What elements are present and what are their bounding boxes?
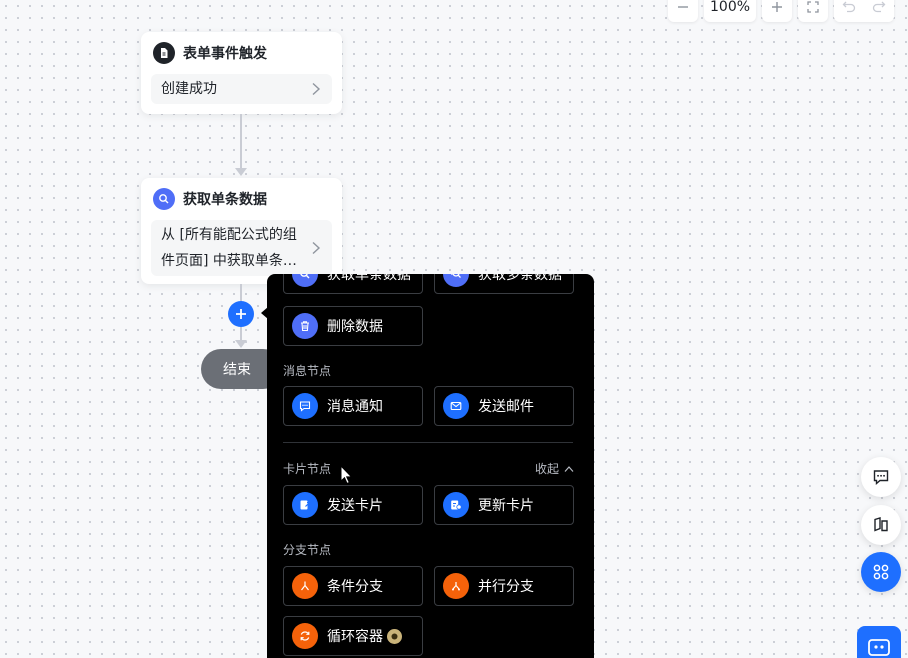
fetch-source-row[interactable]: 从 [所有能配公式的组件页面] 中获取单条…: [151, 220, 332, 276]
assistant-chat-icon: [868, 639, 890, 656]
zoom-in-button[interactable]: [762, 0, 793, 22]
section-divider: [283, 442, 573, 443]
fit-view-button[interactable]: [798, 0, 829, 22]
collapse-label: 收起: [534, 462, 559, 476]
add-node-button[interactable]: [228, 301, 254, 327]
undo-icon: [842, 1, 856, 13]
redo-button[interactable]: [864, 0, 895, 22]
trigger-condition-row[interactable]: 创建成功: [151, 74, 332, 104]
connector-arrow-icon: [235, 340, 247, 348]
form-document-icon: [153, 42, 175, 64]
node-label: 获取多条数据: [478, 274, 562, 283]
zoom-out-button[interactable]: [668, 0, 698, 22]
apps-button[interactable]: [861, 552, 901, 592]
beta-badge-icon: [387, 628, 402, 644]
trigger-node-header: 表单事件触发: [153, 42, 332, 64]
plus-icon: [236, 309, 246, 319]
node-label: 循环容器: [327, 629, 383, 645]
node-label: 消息通知: [327, 399, 383, 415]
chevron-right-icon: [312, 241, 321, 255]
mail-icon: [443, 393, 469, 419]
guide-button[interactable]: [861, 505, 901, 545]
minus-icon: [678, 6, 688, 8]
node-parallel-branch[interactable]: 并行分支: [434, 566, 574, 606]
node-loop-container[interactable]: 循环容器: [283, 616, 423, 656]
history-controls: [834, 0, 895, 22]
node-picker-popup: 获取单条数据 获取多条数据 删除数据 消息节点 消息通知 发送邮件 卡片节点 收…: [267, 274, 594, 658]
search-icon: [153, 188, 175, 210]
search-list-icon: [443, 274, 469, 287]
undo-button[interactable]: [834, 0, 865, 22]
fetch-node-header: 获取单条数据: [153, 188, 332, 210]
assistant-button[interactable]: [857, 626, 901, 658]
fetch-source-text: 从 [所有能配公式的组件页面] 中获取单条…: [161, 227, 297, 269]
node-label: 发送邮件: [478, 399, 534, 415]
chat-bubble-icon: [292, 393, 318, 419]
collapse-toggle[interactable]: 收起: [535, 460, 574, 477]
node-label: 并行分支: [478, 579, 534, 595]
plus-icon: [772, 2, 783, 12]
grid-apps-icon: [873, 564, 889, 580]
zoom-toolbar: 100%: [668, 0, 895, 22]
comment-icon: [873, 470, 889, 486]
comment-button[interactable]: [861, 457, 901, 497]
chevron-up-icon: [564, 465, 574, 472]
book-icon: [874, 517, 888, 532]
node-send-card[interactable]: 发送卡片: [283, 485, 423, 525]
mouse-cursor-icon: [340, 465, 353, 485]
node-label: 发送卡片: [327, 498, 383, 514]
node-fetch-single[interactable]: 获取单条数据: [283, 274, 423, 294]
popup-pointer: [261, 307, 268, 319]
branch-icon: [292, 573, 318, 599]
redo-icon: [872, 1, 886, 13]
zoom-level: 100%: [704, 0, 757, 22]
connector-arrow-icon: [235, 168, 247, 176]
fullscreen-icon: [807, 1, 819, 13]
node-label: 更新卡片: [478, 498, 534, 514]
node-label: 获取单条数据: [327, 274, 411, 283]
trigger-condition-text: 创建成功: [161, 81, 217, 97]
card-section-label: 卡片节点: [283, 462, 332, 476]
loop-icon: [292, 623, 318, 649]
branch-section-label: 分支节点: [283, 543, 332, 557]
node-label: 删除数据: [327, 319, 383, 335]
node-condition-branch[interactable]: 条件分支: [283, 566, 423, 606]
card-update-icon: [443, 492, 469, 518]
node-send-email[interactable]: 发送邮件: [434, 386, 574, 426]
fetch-record-node-card[interactable]: 获取单条数据 从 [所有能配公式的组件页面] 中获取单条…: [141, 178, 342, 284]
trash-icon: [292, 313, 318, 339]
connector-line: [240, 327, 242, 341]
search-icon: [292, 274, 318, 287]
node-message-notify[interactable]: 消息通知: [283, 386, 423, 426]
connector-line: [240, 284, 242, 302]
chevron-right-icon: [312, 82, 321, 96]
message-section-label: 消息节点: [283, 364, 332, 378]
card-send-icon: [292, 492, 318, 518]
trigger-node-card[interactable]: 表单事件触发 创建成功: [141, 32, 342, 114]
node-fetch-multiple[interactable]: 获取多条数据: [434, 274, 574, 294]
trigger-node-title: 表单事件触发: [183, 46, 267, 62]
connector-line: [240, 114, 242, 170]
parallel-branch-icon: [443, 573, 469, 599]
node-delete-data[interactable]: 删除数据: [283, 306, 423, 346]
fetch-node-title: 获取单条数据: [183, 192, 267, 208]
node-label: 条件分支: [327, 579, 383, 595]
node-update-card[interactable]: 更新卡片: [434, 485, 574, 525]
